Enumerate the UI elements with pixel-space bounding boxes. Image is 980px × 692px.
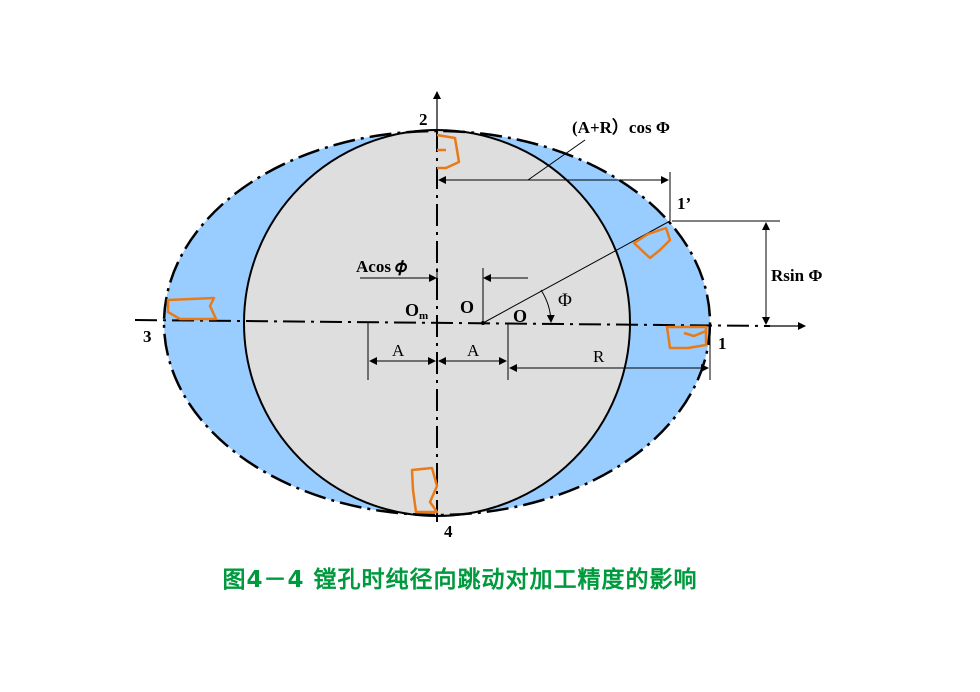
- a-left-label: A: [392, 341, 405, 360]
- horizontal-axis: [134, 319, 771, 327]
- point-1prime-label: 1’: [677, 194, 691, 213]
- radius-line: [482, 220, 671, 324]
- point-1-label: 1: [718, 334, 727, 353]
- acos-phi-label: Acos 𝜙: [356, 257, 407, 276]
- r-label: R: [593, 347, 605, 366]
- tool-at-4: [410, 466, 439, 514]
- tool-at-1prime: [632, 226, 672, 260]
- point-2-label: 2: [419, 110, 428, 129]
- figure-caption: 图4－4 镗孔时纯径向跳动对加工精度的影响: [222, 567, 698, 593]
- a-right-label: A: [467, 341, 480, 360]
- ar-cos-phi-label: (A+R）cos Φ: [572, 117, 670, 137]
- point-4-label: 4: [444, 522, 453, 541]
- tool-at-2: [436, 133, 461, 170]
- o-right-label: O: [513, 306, 527, 326]
- r-sin-phi-label: Rsin Φ: [771, 266, 822, 285]
- ar-cos-leader: [527, 139, 586, 181]
- om-label: Om: [405, 300, 428, 322]
- tool-at-3: [166, 296, 218, 321]
- tool-at-1: [665, 325, 708, 350]
- center-o: [481, 321, 485, 325]
- phi-angle-arc: [540, 289, 555, 323]
- point-3-label: 3: [143, 327, 152, 346]
- phi-label: Φ: [558, 290, 572, 311]
- o-center-label: O: [460, 297, 474, 317]
